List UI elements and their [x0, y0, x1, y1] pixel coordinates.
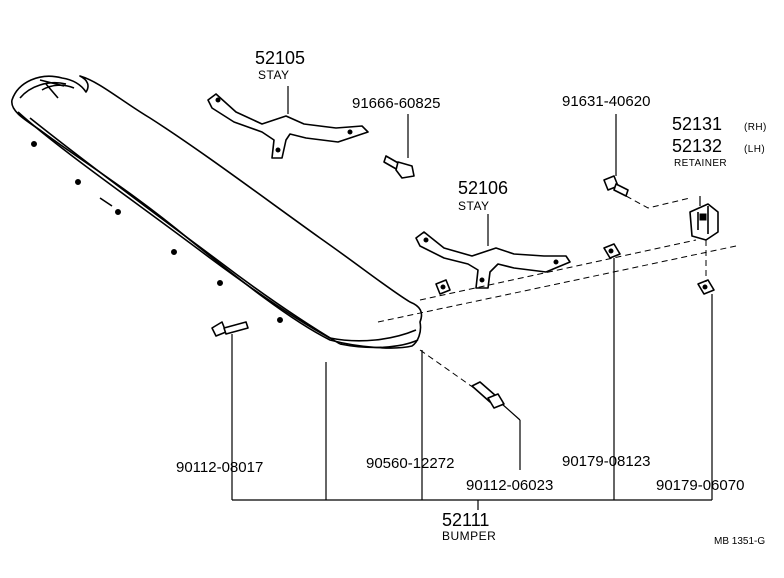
bolt-90112-06023-shape: [471, 381, 505, 409]
retainer-bracket: [689, 203, 719, 241]
washer-90560-12272-number: 90560-12272: [366, 455, 454, 472]
bolt-91631-40620-number: 91631-40620: [562, 93, 650, 110]
nut-90179-06070-shape: [697, 279, 715, 295]
stay-52105-name: STAY: [258, 68, 290, 82]
retainer-rh-number: 52131: [672, 114, 722, 134]
bolt-91666-60825-number: 91666-60825: [352, 95, 440, 112]
retainer-rh-side: (RH): [744, 122, 767, 133]
nut-90179-08123-shape: [603, 243, 621, 259]
bumper-number: 52111: [442, 510, 489, 530]
bolt-90112-08017-shape: [211, 321, 249, 337]
reference-code: MB 1351-G: [714, 536, 765, 547]
stay-52106-name: STAY: [458, 199, 490, 213]
bolt-91631-40620-shape: [603, 175, 629, 197]
retainer-lh-side: (LH): [744, 144, 765, 155]
stay-52106-bracket: [415, 231, 571, 289]
stay-52106-number: 52106: [458, 178, 508, 198]
assembly-dashed-lines: [377, 195, 737, 389]
nut-90179-06070-number: 90179-06070: [656, 477, 744, 494]
leader-lines: [231, 86, 713, 510]
bolt-90112-06023-number: 90112-06023: [466, 477, 553, 494]
bumper-name: BUMPER: [442, 529, 496, 543]
nut-90179-08123-number: 90179-08123: [562, 453, 650, 470]
stay-52105-bracket: [207, 93, 369, 159]
retainer-name: RETAINER: [674, 158, 727, 169]
bolt-91666-60825-shape: [383, 155, 415, 179]
bumper-bar: [11, 75, 423, 349]
stay-52105-number: 52105: [255, 48, 305, 68]
retainer-lh-number: 52132: [672, 136, 722, 156]
bolt-90112-08017-number: 90112-08017: [176, 459, 263, 476]
washer-90560-12272-shape: [435, 279, 451, 295]
